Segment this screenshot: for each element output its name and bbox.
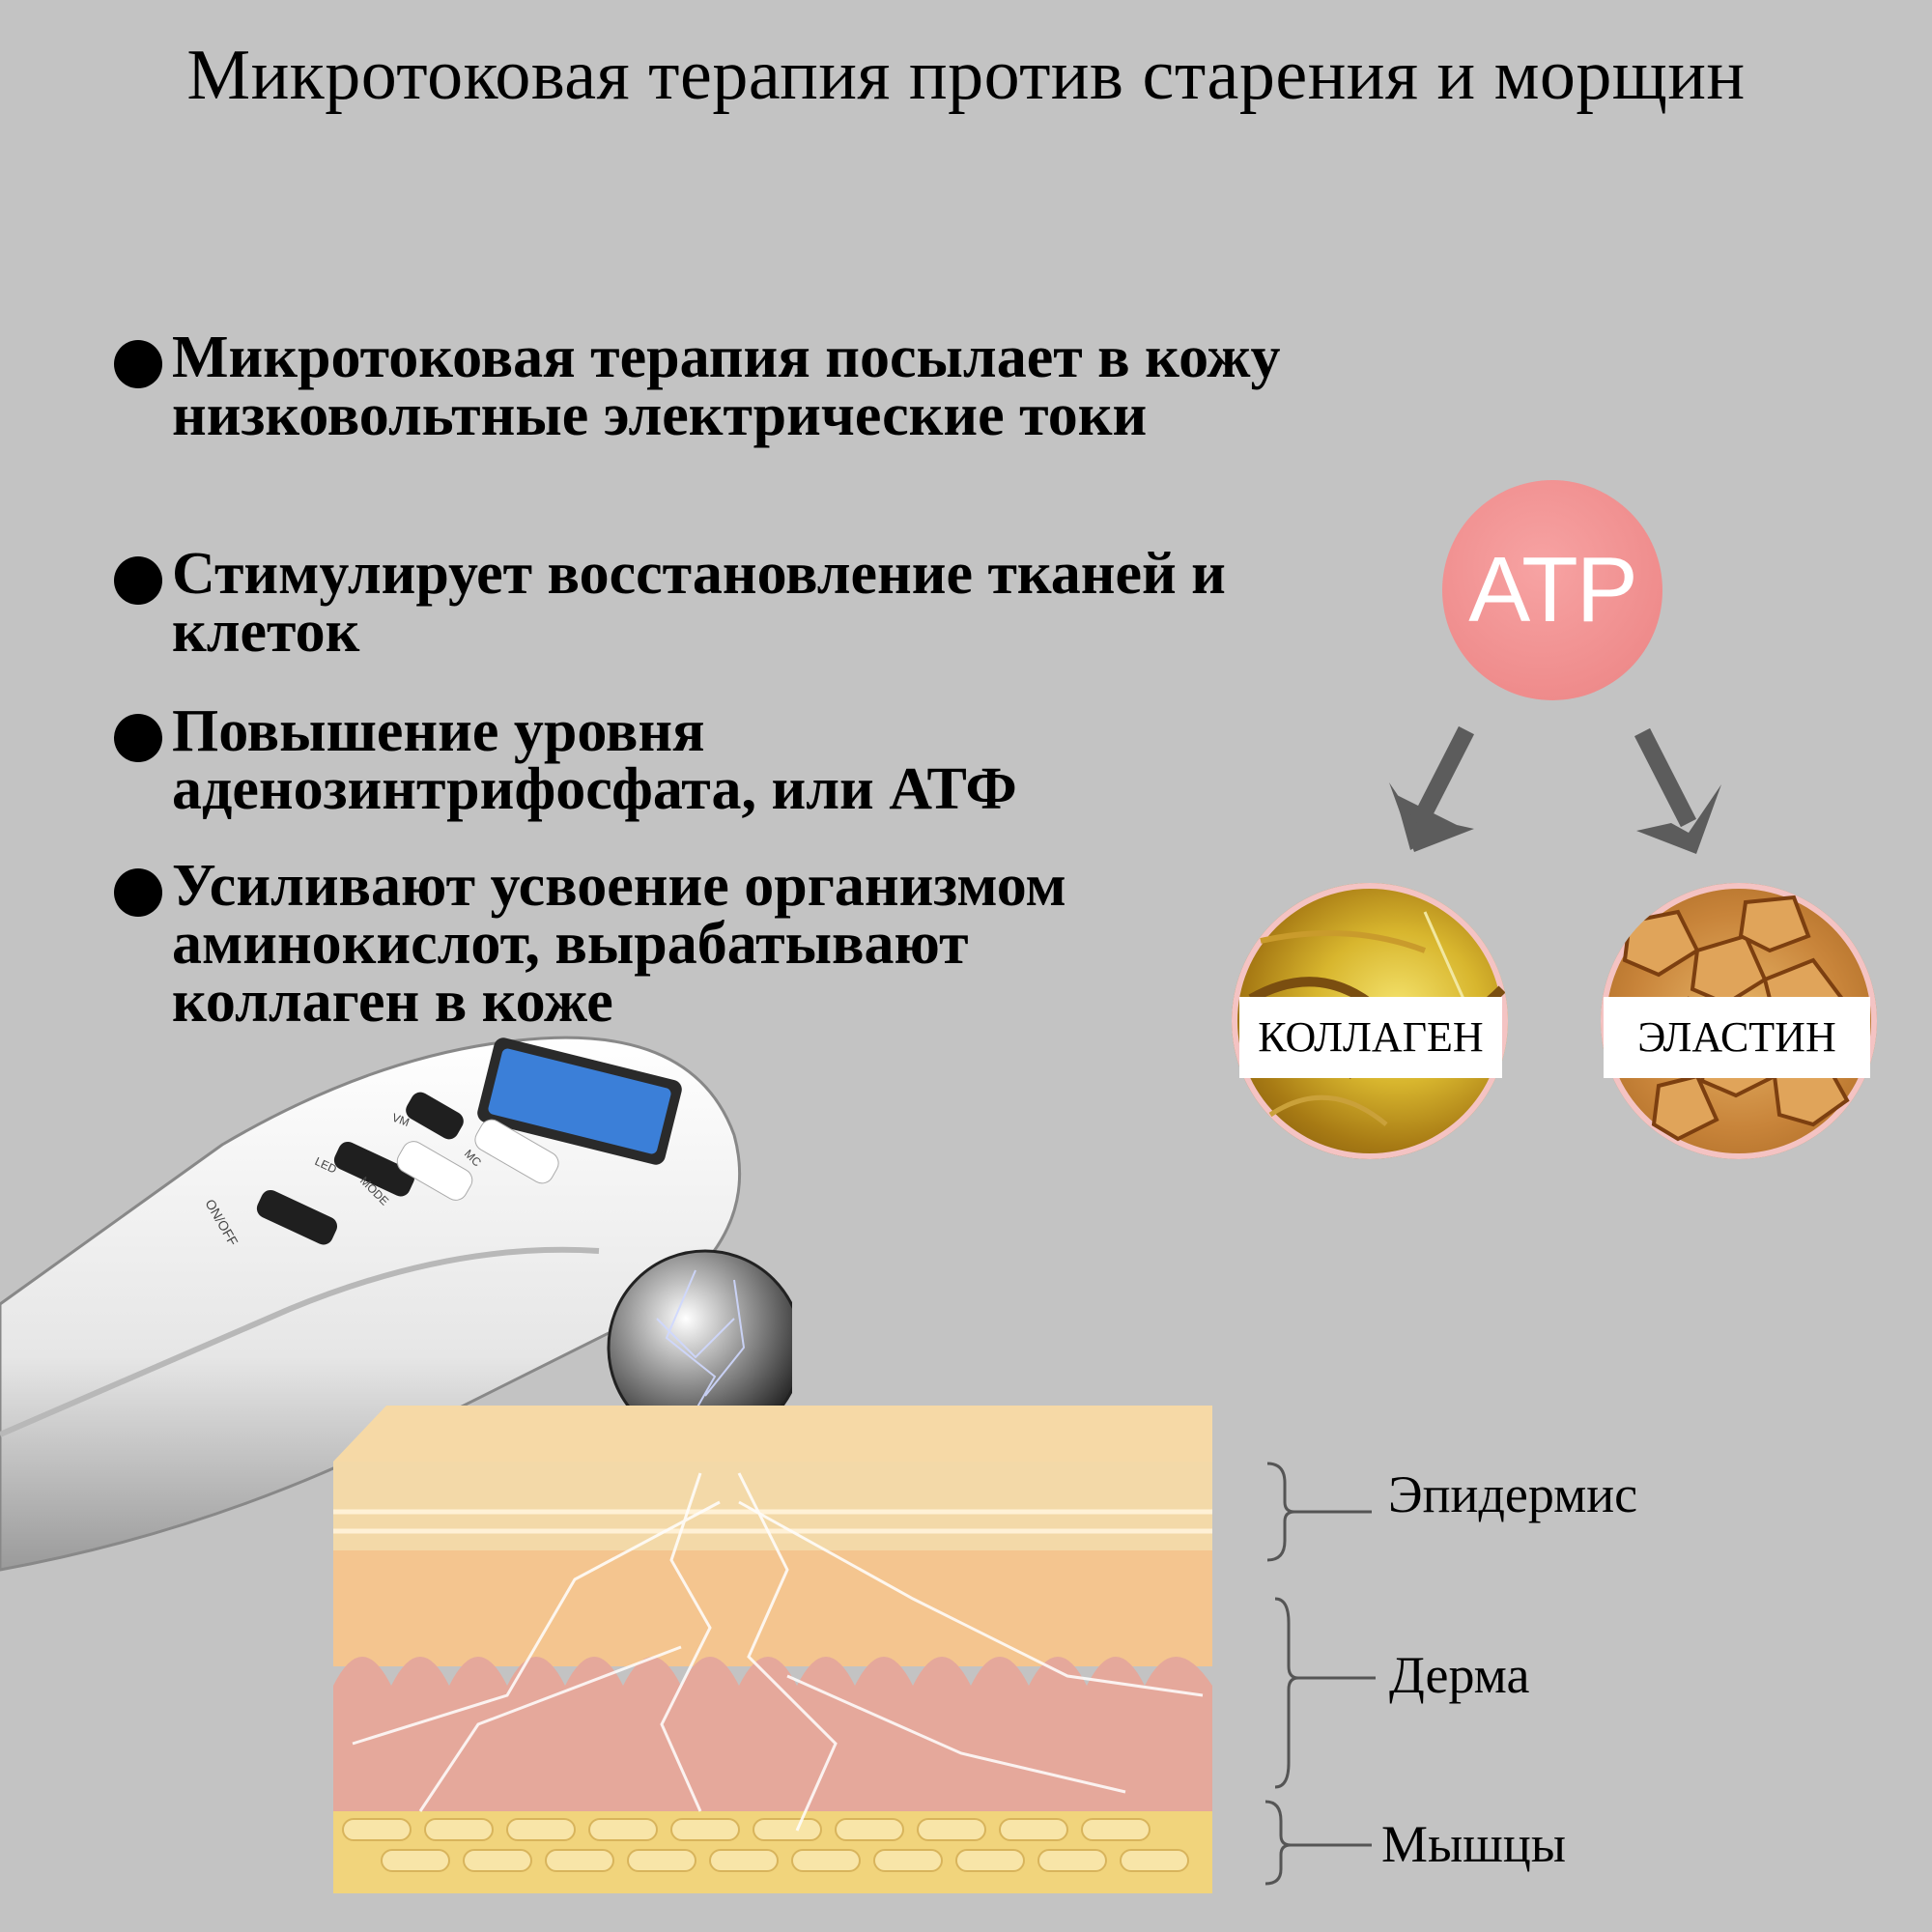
bullet-dot-icon (114, 556, 162, 605)
muscle-label: Мышцы (1381, 1815, 1567, 1873)
bullet-item: Стимулирует восстановление тканей и клет… (114, 541, 1226, 665)
collagen-label: КОЛЛАГЕН (1239, 997, 1502, 1078)
atp-circle: ATP (1442, 480, 1662, 700)
page-title: Микротоковая терапия против старения и м… (186, 36, 1746, 115)
bullet-item: Усиливают усвоение организмом аминокисло… (114, 853, 1066, 1035)
microcurrent-device-image: VM LED MODE MC ON/OFF (0, 1036, 792, 1572)
dermis-label: Дерма (1389, 1646, 1530, 1704)
bullet-text: Усиливают усвоение организмом аминокисло… (172, 853, 1066, 1035)
bullet-dot-icon (114, 714, 162, 762)
arrow-down-left-icon (1389, 725, 1475, 852)
vm-button-label: VM (390, 1111, 412, 1129)
elastin-label: ЭЛАСТИН (1604, 997, 1870, 1078)
bullet-dot-icon (114, 868, 162, 917)
bullet-text: Стимулирует восстановление тканей и клет… (172, 541, 1226, 665)
bullet-item: Микротоковая терапия посылает в кожу низ… (114, 325, 1281, 448)
bullet-dot-icon (114, 340, 162, 388)
arrow-down-right-icon (1634, 727, 1721, 854)
bullet-text: Микротоковая терапия посылает в кожу низ… (172, 325, 1281, 448)
layer-braces-icon (1264, 1462, 1376, 1886)
epidermis-label: Эпидермис (1388, 1465, 1638, 1523)
skin-layers-image (333, 1406, 1212, 1893)
bullet-text: Повышение уровня аденозинтрифосфата, или… (172, 698, 1017, 822)
bullet-item: Повышение уровня аденозинтрифосфата, или… (114, 698, 1017, 822)
